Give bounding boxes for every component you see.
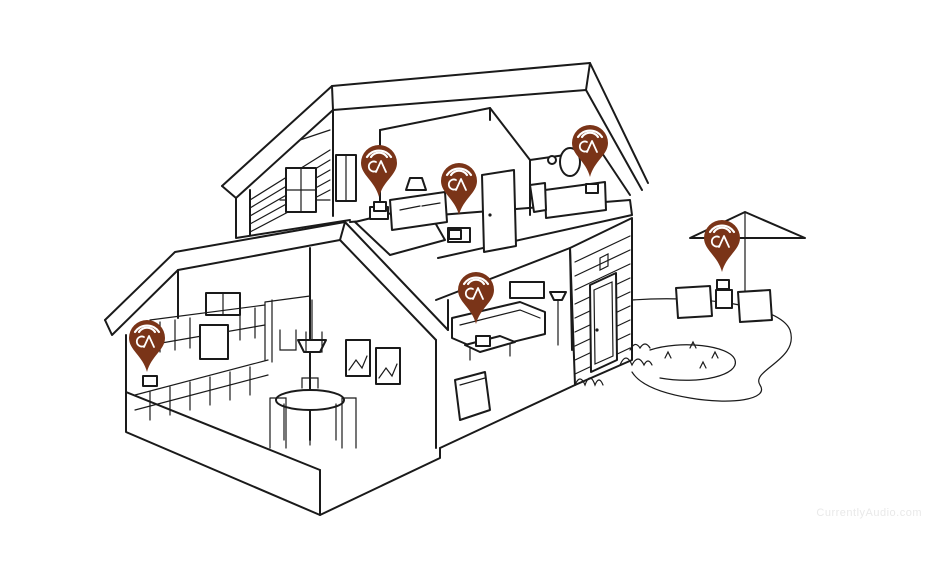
wifi-pin-icon [129,320,165,372]
armchair [454,371,491,421]
wifi-pin-icon [458,272,494,324]
speaker-bathroom [585,183,599,194]
wifi-pin-icon [361,145,397,197]
fridge [199,324,229,360]
speaker-kitchen [142,375,158,387]
bedside-lamp [405,177,427,191]
speaker-bedroom-left [373,201,387,212]
toilet [529,182,547,213]
bathroom-mirror [559,147,581,177]
wifi-pins [129,125,740,372]
speakers [142,183,730,387]
wifi-pin-icon [572,125,608,177]
wifi-pin-icon [441,163,477,215]
patio-chair-right [737,289,773,323]
wifi-pin-icon [704,220,740,272]
patio-chair-left [675,285,713,319]
watermark-text: CurrentlyAudio.com [816,507,922,519]
speaker-bedroom-center [448,229,462,240]
exterior-door [589,272,618,373]
wall-tv [509,281,545,299]
patio-side-table [715,289,733,309]
bedroom-door [481,169,517,253]
speaker-patio [716,279,730,290]
speaker-living [475,335,491,347]
floor-lamp [549,291,567,301]
house-outline [104,62,653,516]
